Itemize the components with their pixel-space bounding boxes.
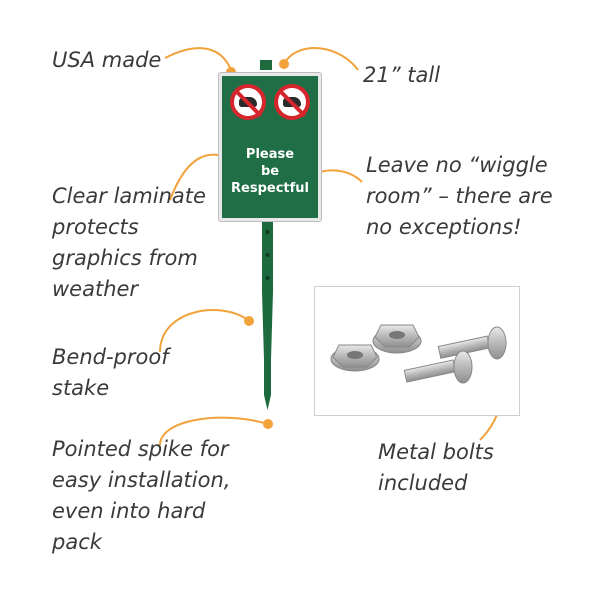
callout-clear-laminate: Clear laminate protects graphics from we… xyxy=(52,184,206,301)
stake xyxy=(262,214,273,410)
callout-height: 21” tall xyxy=(363,63,441,87)
callout-usa-made: USA made xyxy=(52,48,162,72)
sign-text: Please be Respectful xyxy=(231,147,309,196)
no-dog-pooping-icon xyxy=(274,84,310,120)
metal-bolts-icon xyxy=(330,324,507,384)
callout-pointed-spike: Pointed spike for easy installation, eve… xyxy=(52,437,231,554)
no-dog-walking-icon xyxy=(230,84,266,120)
callout-bend-proof-stake: Bend-proof stake xyxy=(52,345,169,400)
callout-metal-bolts: Metal bolts included xyxy=(378,440,494,495)
stake-top xyxy=(260,60,272,70)
callout-no-wiggle-room: Leave no “wiggle room” – there are no ex… xyxy=(366,153,553,239)
yard-sign: Please be Respectful xyxy=(219,73,321,221)
bolts-photo-box xyxy=(314,286,520,416)
